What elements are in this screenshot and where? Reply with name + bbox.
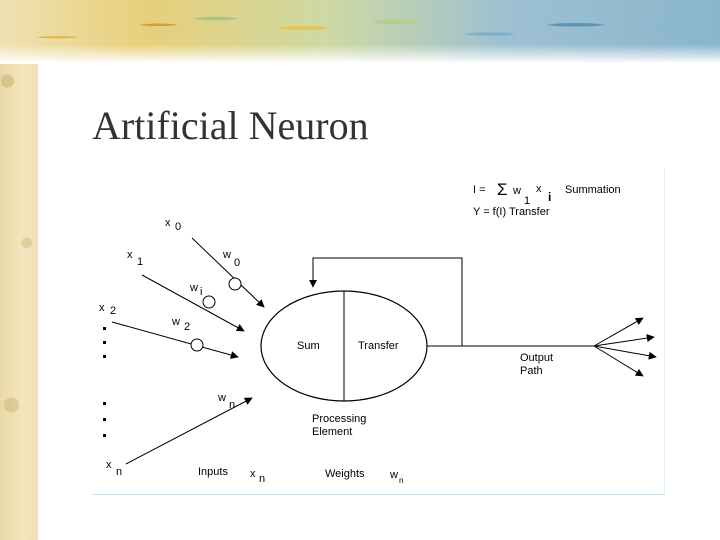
neuron-diagram: I = Σ w 1 x i Summation Y = f(I) Transfe… <box>92 168 665 495</box>
weight-wi-sub: i <box>200 286 202 298</box>
formula-i-eq: I = <box>473 184 486 196</box>
output-path-label-1: Output <box>520 352 553 364</box>
input-x2-sub: 2 <box>110 305 116 317</box>
legend-weights-symbol: w <box>389 469 398 481</box>
weight-w0-sub: 0 <box>234 257 240 269</box>
output-path-label-2: Path <box>520 365 543 377</box>
processing-element-label-1: Processing <box>312 413 366 425</box>
weight-w2-sub: 2 <box>184 321 190 333</box>
legend-weights-sub: n <box>399 476 403 485</box>
legend-inputs-sub: n <box>259 473 265 485</box>
weight-wn-label: w <box>217 392 226 404</box>
weight-node-w2 <box>191 339 203 351</box>
weight-w0-label: w <box>222 249 231 261</box>
slide-title: Artificial Neuron <box>92 102 369 149</box>
input-x1-label: x <box>127 249 133 261</box>
legend-inputs-label: Inputs <box>198 466 228 478</box>
weight-node-w0 <box>229 278 241 290</box>
formula-x-sub: i <box>548 190 551 204</box>
formula-w: w <box>512 185 521 197</box>
legend-inputs-symbol: x <box>250 468 256 480</box>
input-x2-label: x <box>99 302 105 314</box>
transfer-label: Transfer <box>358 340 399 352</box>
output-arrow-up <box>594 318 643 346</box>
output-arrow-mid-up <box>594 337 654 346</box>
banner-fade <box>0 44 720 64</box>
input-x1-sub: 1 <box>137 256 143 268</box>
input-x0-sub: 0 <box>175 221 181 233</box>
weight-node-wi <box>203 296 215 308</box>
feedback-loop-path <box>313 258 462 346</box>
input-x0-label: x <box>165 217 171 229</box>
weight-wn-sub: n <box>229 399 235 411</box>
parchment-side-strip <box>0 0 38 540</box>
input-ellipsis-dots <box>103 327 106 437</box>
input-xn-sub: n <box>116 466 122 478</box>
neuron-diagram-svg: I = Σ w 1 x i Summation Y = f(I) Transfe… <box>92 168 664 494</box>
processing-element-label-2: Element <box>312 426 352 438</box>
input-xn-label: x <box>106 459 112 471</box>
legend-weights-label: Weights <box>325 468 365 480</box>
sum-label: Sum <box>297 340 320 352</box>
transfer-equation: Y = f(I) Transfer <box>473 206 550 218</box>
summation-label: Summation <box>565 184 621 196</box>
weight-w2-label: w <box>171 316 180 328</box>
weight-wi-label: w <box>189 282 198 294</box>
formula-x: x <box>536 183 542 195</box>
sigma-symbol: Σ <box>497 180 508 199</box>
